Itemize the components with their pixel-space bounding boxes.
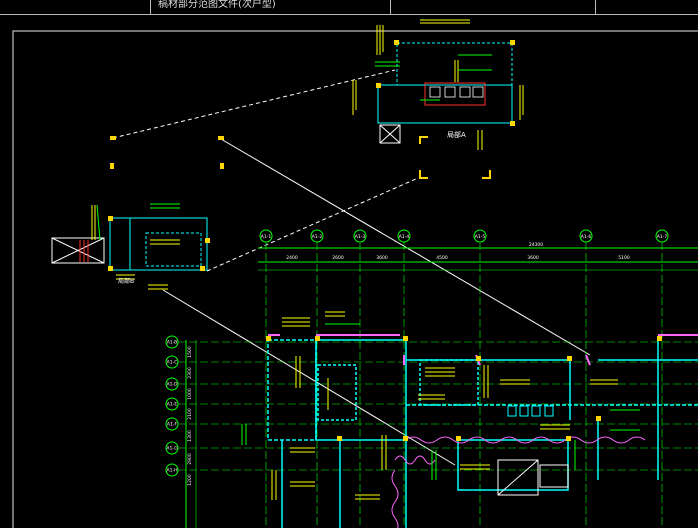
axis-bubble-label: A1-7 xyxy=(657,234,668,240)
detail-stair-zone xyxy=(424,82,486,106)
detail-dim-lines xyxy=(375,54,492,101)
axis-bubble-label: A1-C xyxy=(167,360,178,366)
structural-columns xyxy=(266,336,662,441)
detail-plan-left[interactable]: 局部B xyxy=(51,203,210,290)
dimension-text: 2400 xyxy=(286,255,298,261)
detail-columns xyxy=(108,216,210,271)
axis-bubble-label: A1-F xyxy=(167,422,178,428)
green-annotations xyxy=(241,323,640,480)
stair-well xyxy=(497,459,539,496)
axis-bubble-left[interactable] xyxy=(165,417,179,431)
detail-dim-lines xyxy=(96,203,180,241)
axis-bubble-label: A1-G xyxy=(166,446,178,452)
window-symbols xyxy=(507,405,554,417)
axis-bubble-top[interactable] xyxy=(655,229,669,243)
detail-void-box xyxy=(379,124,401,144)
detail-corner-markers xyxy=(110,136,491,179)
detail-room-outline xyxy=(109,217,208,271)
axis-bubble-label: A1-6 xyxy=(581,234,592,240)
detail-room-outline xyxy=(396,42,513,86)
drawing-frame xyxy=(12,30,698,528)
axis-bubble-top[interactable] xyxy=(397,229,411,243)
axis-bubble-left[interactable] xyxy=(165,441,179,455)
corner-marker xyxy=(220,163,224,169)
detail-void-box xyxy=(51,237,105,264)
axis-bubble-label: A1-5 xyxy=(475,234,486,240)
detail-room-outline xyxy=(145,232,202,267)
lift-shaft xyxy=(539,464,569,488)
axis-bubble-left[interactable] xyxy=(165,377,179,391)
main-floor-plan[interactable]: A1-1 A1-2 A1-3 A1-4 A1-5 A1-6 A1-7 A1-B A1-C A1-… xyxy=(165,229,698,528)
axis-bubble-label: A1-2 xyxy=(312,234,323,240)
corner-marker xyxy=(419,136,428,144)
detail-annotations xyxy=(91,205,180,290)
boundary-curve xyxy=(394,436,646,465)
callout-leaders xyxy=(112,69,591,466)
axis-bubble-label: A1-B xyxy=(167,340,178,346)
title-block-strip: 稿材部分范图文件(次户型) xyxy=(0,0,698,16)
dimension-text: 2300 xyxy=(187,367,193,379)
title-cell-right xyxy=(595,0,698,15)
beam-annotations xyxy=(271,311,618,500)
dimension-text: 24300 xyxy=(529,242,543,248)
dimension-text: 4500 xyxy=(436,255,448,261)
detail-plan-top[interactable]: 局部A xyxy=(352,19,524,150)
axis-bubble-label: A1-H xyxy=(167,468,178,474)
axis-bubble-top[interactable] xyxy=(473,229,487,243)
dimension-text: 3600 xyxy=(376,255,388,261)
detail-room-outline xyxy=(377,84,513,124)
boundary-curve xyxy=(391,469,399,528)
dimension-text: 1300 xyxy=(187,430,193,442)
walls xyxy=(267,339,698,528)
detail-caption: 局部A xyxy=(447,130,466,139)
dimension-text: 2900 xyxy=(187,453,193,465)
corner-marker xyxy=(482,170,491,179)
corner-marker xyxy=(110,136,116,140)
dimension-text: 1200 xyxy=(187,474,193,486)
axis-bubble-left[interactable] xyxy=(165,463,179,477)
axis-bubble-top[interactable] xyxy=(259,229,273,243)
dimension-text: 2100 xyxy=(187,408,193,420)
axis-bubble-label: A1-D xyxy=(166,382,178,388)
dimension-text: 5100 xyxy=(618,255,630,261)
corner-marker xyxy=(110,163,114,169)
detail-columns xyxy=(376,40,515,126)
void-cross xyxy=(379,124,401,144)
leader-line-4 xyxy=(162,289,456,466)
corner-marker xyxy=(419,170,428,179)
detail-caption: 局部B xyxy=(118,277,134,285)
dimension-text: 2600 xyxy=(332,255,344,261)
axis-bubble-top[interactable] xyxy=(579,229,593,243)
dimension-text: 3600 xyxy=(527,255,539,261)
title-cell-left xyxy=(0,0,151,15)
axis-bubble-label: A1-4 xyxy=(399,234,410,240)
leader-line-1 xyxy=(112,69,396,139)
title-cell-mid xyxy=(390,0,596,15)
corner-marker xyxy=(218,136,224,140)
axis-bubble-top[interactable] xyxy=(353,229,367,243)
axis-bubble-left[interactable] xyxy=(165,335,179,349)
axis-bubble-left[interactable] xyxy=(165,355,179,369)
axis-bubble-label: A1-E xyxy=(167,402,178,408)
axis-bubble-top[interactable] xyxy=(310,229,324,243)
dimension-text: 1500 xyxy=(187,346,193,358)
title-cell-main xyxy=(150,0,391,15)
axis-bubble-label: A1-1 xyxy=(261,234,272,240)
dimension-text: 1000 xyxy=(187,388,193,400)
axis-bubble-left[interactable] xyxy=(165,397,179,411)
detail-annotations xyxy=(352,19,524,150)
drawing-title: 稿材部分范图文件(次户型) xyxy=(158,0,276,10)
axis-bubble-label: A1-3 xyxy=(355,234,366,240)
detail-red-marks xyxy=(79,240,89,262)
leader-line-2 xyxy=(206,177,419,272)
leader-line-3 xyxy=(220,138,591,356)
detail-fixtures xyxy=(429,86,484,98)
